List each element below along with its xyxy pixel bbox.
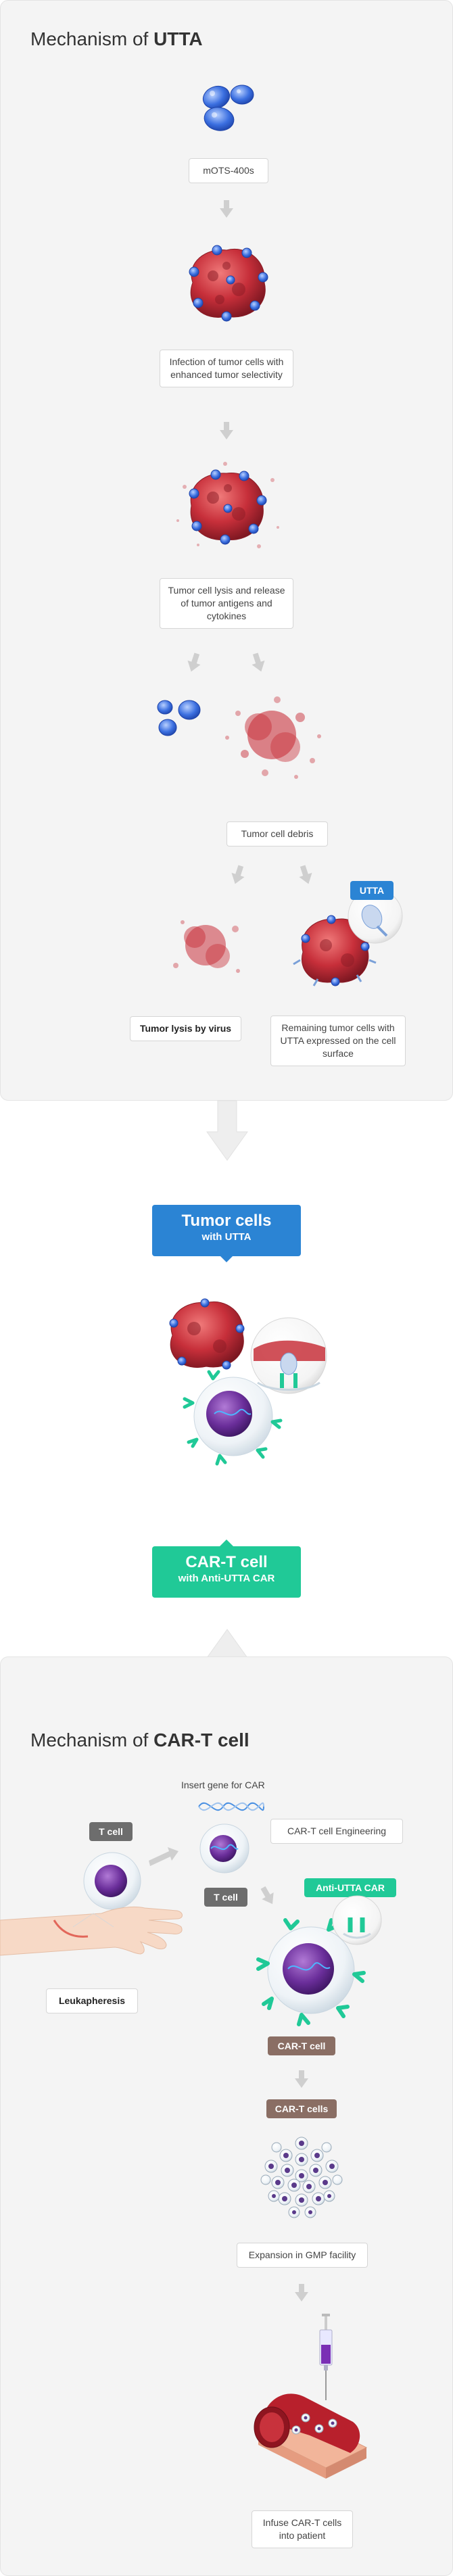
cart-heading: Mechanism of CAR-T cell (30, 1730, 249, 1750)
arrow-down-left-icon (187, 652, 201, 672)
expansion-label: Expansion in GMP facility (237, 2243, 368, 2268)
zoom-connector-icon (72, 1913, 114, 1928)
tumor-debris-icon (225, 696, 321, 779)
infuse-label: Infuse CAR-T cells into patient (252, 2510, 353, 2548)
utta-zoom-bubble-icon (348, 888, 403, 944)
engineered-tcell-icon (199, 1823, 249, 1874)
infected-tumor-cell-icon (189, 245, 268, 322)
tumor-cells-tag: Tumor cells with UTTA (152, 1205, 301, 1256)
tcell-icon (83, 1852, 141, 1910)
cart-cell-tag-small: CAR-T cell (268, 2036, 335, 2055)
infection-label: Infection of tumor cells with enhanced t… (160, 350, 293, 387)
leukapheresis-label: Leukapheresis (46, 1988, 138, 2013)
released-virus-icon (157, 700, 201, 736)
tumor-lysis-label: Tumor lysis by virus (130, 1016, 241, 1041)
cart-cells-tag: CAR-T cells (266, 2099, 337, 2118)
arrow-right-icon (149, 1847, 178, 1866)
engineering-label: CAR-T cell Engineering (270, 1819, 403, 1844)
tcell-tag: T cell (89, 1822, 133, 1841)
tumor-cart-interaction-icon (169, 1298, 327, 1466)
utta-heading: Mechanism of UTTA (30, 28, 203, 49)
hand-arm-icon (0, 1906, 183, 1956)
arrow-down-right-icon (299, 865, 312, 884)
arrow-down-icon (220, 422, 233, 439)
virus-label: mOTS-400s (189, 158, 268, 183)
big-arrow-down-icon (206, 1100, 248, 1161)
blood-vessel-icon (254, 2393, 368, 2479)
remaining-cells-label: Remaining tumor cells with UTTA expresse… (270, 1016, 406, 1066)
remaining-tumor-cell-icon (293, 915, 377, 986)
debris-label: Tumor cell debris (226, 821, 328, 846)
arrow-down-right-icon (252, 652, 265, 672)
tag-pointer-icon (220, 1540, 233, 1546)
cart-cell-icon (256, 1918, 366, 2026)
tumor-lysis-debris-icon (173, 920, 240, 973)
arrow-down-left-icon (231, 865, 245, 884)
arrow-down-icon (220, 200, 233, 218)
dna-strand-icon (198, 1802, 264, 1811)
car-zoom-bubble-icon (332, 1895, 382, 1945)
arrow-down-icon (295, 2284, 308, 2301)
utta-tag: UTTA (350, 881, 394, 900)
lysis-label: Tumor cell lysis and release of tumor an… (160, 578, 293, 629)
tag-pointer-icon (220, 1256, 233, 1262)
expanded-cart-cells-icon (260, 2137, 343, 2218)
arrow-down-icon (295, 2070, 308, 2088)
syringe-icon (319, 2314, 333, 2400)
virus-cluster-icon (202, 85, 254, 131)
cart-cell-tag: CAR-T cell with Anti-UTTA CAR (152, 1546, 301, 1598)
tcell-tag-2: T cell (204, 1888, 247, 1907)
insert-gene-label: Insert gene for CAR (181, 1780, 265, 1790)
anti-utta-car-tag: Anti-UTTA CAR (304, 1878, 396, 1897)
lysing-tumor-cell-icon (176, 462, 279, 548)
arrow-down-right-icon (260, 1886, 274, 1905)
